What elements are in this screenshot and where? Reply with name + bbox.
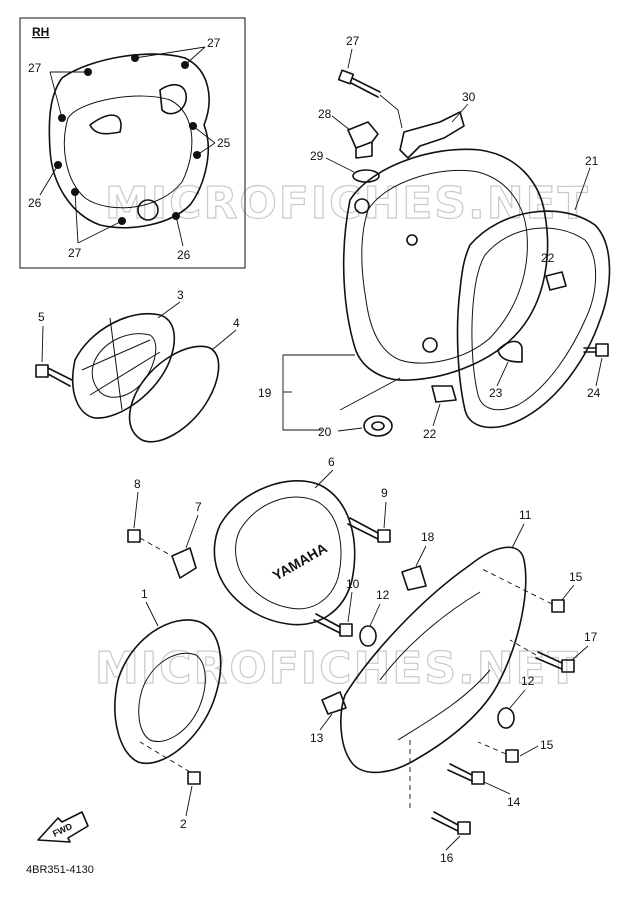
bolt-14 bbox=[447, 763, 485, 785]
cover-11-ribs bbox=[379, 591, 491, 741]
callout-22-upper: 22 bbox=[541, 251, 555, 265]
cover-boss-2 bbox=[406, 234, 418, 246]
screw-2 bbox=[139, 741, 201, 785]
callout-13: 13 bbox=[310, 731, 324, 745]
callout-9: 9 bbox=[381, 486, 388, 500]
bolt-15-upper bbox=[479, 567, 565, 613]
callout-27-inset-left: 27 bbox=[28, 61, 42, 75]
gasket-4 bbox=[128, 345, 220, 443]
callout-30: 30 bbox=[462, 90, 476, 104]
bolt-17 bbox=[509, 639, 575, 673]
callout-15-lower: 15 bbox=[540, 738, 554, 752]
inset-frame bbox=[19, 17, 246, 269]
inset-label: RH bbox=[32, 25, 49, 39]
cover-6 bbox=[213, 480, 356, 626]
callout-16: 16 bbox=[440, 851, 454, 865]
gasket-21 bbox=[456, 210, 611, 429]
cover-6-inner bbox=[235, 496, 342, 610]
bolt-8 bbox=[127, 529, 173, 557]
callout-20: 20 bbox=[318, 425, 332, 439]
cover-11-group: 11 18 13 12 12 10 15 17 bbox=[310, 508, 598, 865]
bolt-15-lower bbox=[477, 741, 519, 763]
dowel-22-lower bbox=[431, 385, 457, 403]
callout-15-upper: 15 bbox=[569, 570, 583, 584]
callout-22-lower: 22 bbox=[423, 427, 437, 441]
gasket-inner bbox=[471, 227, 597, 411]
bolt-16 bbox=[409, 740, 471, 835]
inset-window bbox=[159, 84, 187, 115]
inset-plug bbox=[137, 199, 159, 221]
bolt-24 bbox=[583, 343, 609, 357]
callout-18: 18 bbox=[421, 530, 435, 544]
callout-23: 23 bbox=[489, 386, 503, 400]
inset-leaf bbox=[89, 114, 122, 135]
callout-7: 7 bbox=[195, 500, 202, 514]
callout-12-lower: 12 bbox=[521, 674, 535, 688]
bracket-30 bbox=[399, 111, 465, 159]
callout-14: 14 bbox=[507, 795, 521, 809]
inset-cover-outline bbox=[48, 53, 210, 229]
callout-11: 11 bbox=[519, 508, 532, 522]
callout-25: 25 bbox=[217, 136, 231, 150]
callout-4: 4 bbox=[233, 316, 240, 330]
guide-23 bbox=[497, 340, 523, 363]
plate-3 bbox=[71, 312, 176, 419]
cover-11 bbox=[340, 546, 527, 774]
plate-3-spokes bbox=[81, 317, 161, 411]
cover-boss-3 bbox=[422, 337, 438, 353]
callout-29: 29 bbox=[310, 149, 324, 163]
callout-2: 2 bbox=[180, 817, 187, 831]
crankcase-cover-19 bbox=[342, 148, 549, 381]
dowel-18 bbox=[401, 565, 427, 591]
grommet-12-lower bbox=[497, 707, 515, 729]
bolt-10 bbox=[313, 613, 353, 637]
callout-3: 3 bbox=[177, 288, 184, 302]
callout-26-inset-right: 26 bbox=[177, 248, 191, 262]
inset-leaders bbox=[39, 46, 216, 247]
cover-6-brand: YAMAHA bbox=[270, 540, 330, 584]
oil-filler-cap-28 bbox=[347, 121, 379, 159]
cover-1 bbox=[114, 619, 222, 765]
catalog-code: 4BR351-4130 bbox=[26, 864, 94, 876]
callout-24: 24 bbox=[587, 386, 601, 400]
cover-inner-rim bbox=[361, 169, 528, 364]
fwd-arrow-icon: FWD bbox=[37, 811, 89, 843]
callout-28: 28 bbox=[318, 107, 332, 121]
crankcase-cover-assembly: 27 28 29 30 21 22 23 bbox=[258, 34, 611, 441]
callout-12-upper: 12 bbox=[376, 588, 390, 602]
callout-10: 10 bbox=[346, 577, 360, 591]
callout-17: 17 bbox=[584, 630, 598, 644]
bolt-9 bbox=[347, 517, 391, 543]
callout-1: 1 bbox=[141, 587, 148, 601]
cover-1-window bbox=[138, 652, 206, 742]
cover-1-group: 1 2 bbox=[114, 587, 222, 831]
callout-26-inset-left: 26 bbox=[28, 196, 42, 210]
pickup-rotor-group: 3 4 5 bbox=[35, 288, 240, 443]
bracket-7 bbox=[171, 547, 197, 579]
inset-cover-inner bbox=[63, 95, 193, 209]
callout-27-inset-bottom: 27 bbox=[68, 246, 82, 260]
callout-8: 8 bbox=[134, 477, 141, 491]
callout-19: 19 bbox=[258, 386, 272, 400]
dowel-13 bbox=[321, 691, 347, 715]
callout-5: 5 bbox=[38, 310, 45, 324]
cover-boss bbox=[354, 198, 370, 214]
bolt-27 bbox=[337, 69, 403, 129]
bracket-19 bbox=[282, 354, 355, 431]
grommet-12-upper bbox=[359, 625, 377, 647]
callout-27-top: 27 bbox=[346, 34, 360, 48]
callout-27-inset-top: 27 bbox=[207, 36, 221, 50]
screw-5 bbox=[35, 364, 73, 387]
dowel-22-upper bbox=[545, 271, 567, 291]
callout-6: 6 bbox=[328, 455, 335, 469]
seal-20 bbox=[363, 415, 393, 437]
watermark-bottom: MICROFICHES.NET bbox=[95, 643, 580, 694]
callout-21: 21 bbox=[585, 154, 599, 168]
rh-inset: RH 27 27 25 26 27 2 bbox=[19, 17, 246, 269]
